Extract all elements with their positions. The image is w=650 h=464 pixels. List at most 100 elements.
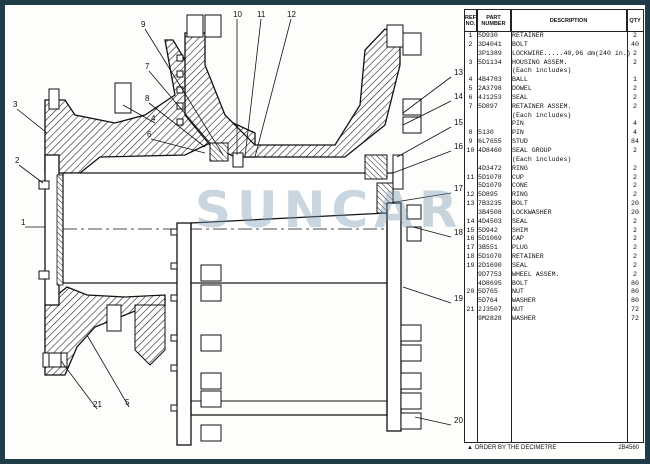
qty-cell: 72 bbox=[631, 306, 639, 314]
ref-no-cell: 17 bbox=[466, 244, 475, 252]
rim-studs-left bbox=[170, 228, 178, 412]
order-note: ▲ ORDER BY THE DECIMETRE bbox=[467, 445, 557, 451]
callout-number: 7 bbox=[145, 62, 150, 71]
ref-no-cell: 5 bbox=[468, 85, 473, 93]
description-cell: STUD bbox=[512, 138, 528, 146]
callout-leader-line bbox=[18, 164, 44, 184]
part-number-cell: 7B3235 bbox=[478, 200, 502, 208]
wheel-rim-outer bbox=[176, 222, 192, 446]
callout-leader-line bbox=[150, 138, 206, 154]
qty-cell: 2 bbox=[633, 164, 637, 172]
ref-no-cell: 9 bbox=[468, 138, 473, 146]
description-cell: WHEEL ASSEM. bbox=[512, 270, 560, 278]
table-row: 7 5D897 RETAINER ASSEM. 2 bbox=[465, 103, 643, 112]
callout-number: 19 bbox=[454, 294, 463, 303]
description-cell: PLUG bbox=[512, 244, 528, 252]
qty-cell: 20 bbox=[631, 208, 639, 216]
description-cell: RING bbox=[512, 164, 528, 172]
description-cell: BALL bbox=[512, 76, 528, 84]
qty-cell: 2 bbox=[633, 102, 637, 110]
callout-number: 15 bbox=[454, 118, 463, 127]
spindle-drum bbox=[184, 28, 401, 158]
ref-no-cell: 3 bbox=[468, 58, 473, 66]
description-cell: RETAINER bbox=[512, 32, 544, 39]
qty-cell: 1 bbox=[633, 76, 637, 84]
part-number-cell: 5D942 bbox=[478, 226, 498, 234]
description-cell: CAP bbox=[512, 235, 524, 243]
qty-cell: 2 bbox=[633, 226, 637, 234]
callout-number: 8 bbox=[145, 94, 150, 103]
part-number-cell: 4D8695 bbox=[478, 279, 502, 287]
callout-number: 12 bbox=[287, 10, 296, 19]
callout-number: 21 bbox=[93, 400, 102, 409]
callout-leader-line bbox=[254, 18, 292, 158]
callout-number: 1 bbox=[21, 218, 26, 227]
qty-cell: 2 bbox=[633, 191, 637, 199]
callout-number: 20 bbox=[454, 416, 463, 425]
part-number-cell: 5D1079 bbox=[478, 182, 502, 190]
callout-leader-line bbox=[388, 192, 452, 204]
qty-cell: 2 bbox=[633, 49, 637, 57]
qty-cell: 2 bbox=[633, 270, 637, 278]
callout-number: 9 bbox=[141, 20, 146, 29]
qty-cell: 2 bbox=[633, 235, 637, 243]
part-number-cell: 3B4508 bbox=[478, 208, 502, 216]
part-number-cell: 3P1389 bbox=[478, 49, 502, 57]
rim-nuts-left bbox=[200, 264, 222, 442]
callout-number: 16 bbox=[454, 142, 463, 151]
callout-leader-line bbox=[86, 334, 130, 408]
description-cell: CONE bbox=[512, 182, 528, 190]
callout-number: 14 bbox=[454, 92, 463, 101]
part-number-cell: 6L7655 bbox=[478, 138, 502, 146]
qty-cell: 4 bbox=[633, 120, 637, 128]
description-cell: WASHER bbox=[512, 297, 536, 305]
retainer-bolt-bottom bbox=[38, 270, 50, 280]
description-cell: DOWEL bbox=[512, 85, 532, 93]
part-number-cell: 2D1690 bbox=[478, 261, 502, 269]
bearing-cone bbox=[209, 142, 229, 162]
header-ref: REF NO. bbox=[465, 10, 477, 32]
ref-no-cell: 4 bbox=[468, 76, 473, 84]
nut-lower-left bbox=[42, 352, 68, 368]
part-number-cell: 5D764 bbox=[478, 297, 498, 305]
retainer-bolt-top bbox=[38, 180, 50, 190]
wheel-web bbox=[190, 212, 388, 416]
ref-no-cell: 7 bbox=[468, 102, 473, 110]
part-number-cell: 2J3507 bbox=[478, 306, 502, 314]
description-cell: BOLT bbox=[512, 279, 528, 287]
ref-no-cell: 15 bbox=[466, 226, 475, 234]
part-number-cell: 5D930 bbox=[478, 32, 498, 39]
description-cell: RETAINER ASSEM. bbox=[512, 102, 572, 110]
ref-no-cell: 1 bbox=[468, 32, 473, 39]
callout-leader-line bbox=[144, 28, 224, 156]
description-cell: RETAINER bbox=[512, 253, 544, 261]
seal-group-right bbox=[364, 154, 388, 180]
part-number-cell: 5D897 bbox=[478, 102, 498, 110]
description-cell: HOUSING ASSEM. bbox=[512, 58, 568, 66]
callout-leader-line bbox=[122, 104, 156, 124]
stud-column-upper bbox=[176, 54, 184, 126]
callout-number: 2 bbox=[15, 156, 20, 165]
description-cell: (Each includes) bbox=[512, 67, 572, 75]
qty-cell: 2 bbox=[633, 146, 637, 154]
callout-number: 13 bbox=[454, 68, 463, 77]
ref-no-cell: 14 bbox=[466, 217, 475, 225]
header-qty: QTY bbox=[627, 10, 643, 32]
